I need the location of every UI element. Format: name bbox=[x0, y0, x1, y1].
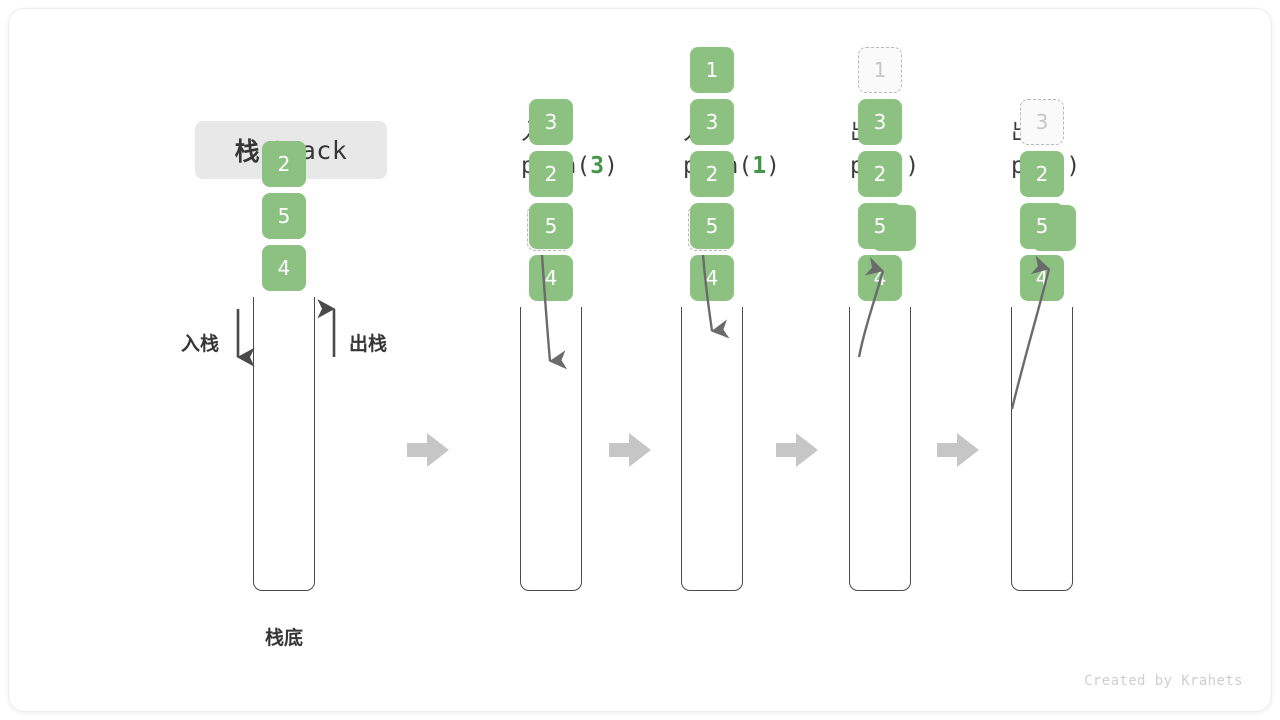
stack-blocks: 4 5 2 bbox=[259, 9, 309, 297]
step-transition-arrow-4 bbox=[937, 433, 979, 467]
stack-block: 4 bbox=[262, 245, 306, 291]
stack-block: 4 bbox=[690, 255, 734, 301]
stack-channel bbox=[849, 307, 911, 591]
stack-block: 3 bbox=[529, 99, 573, 145]
stack-block: 4 bbox=[1020, 255, 1064, 301]
stack-channel bbox=[253, 297, 315, 591]
stack-block: 1 bbox=[690, 47, 734, 93]
stack-channel bbox=[520, 307, 582, 591]
stack-channel bbox=[1011, 307, 1073, 591]
stack-block: 4 bbox=[529, 255, 573, 301]
stack-blocks: 4 5 2 3 bbox=[1017, 17, 1067, 307]
credit-text: Created by Krahets bbox=[1084, 673, 1243, 689]
stack-block: 3 bbox=[858, 99, 902, 145]
step-transition-arrow-3 bbox=[776, 433, 818, 467]
push-direction-label: 入栈 bbox=[181, 334, 220, 355]
title-cn: 栈 bbox=[234, 138, 260, 166]
stack-blocks: 4 5 2 3 bbox=[526, 17, 576, 307]
stack-block: 2 bbox=[690, 151, 734, 197]
step-transition-arrow-1 bbox=[407, 433, 449, 467]
stack-block-ghost: 1 bbox=[858, 47, 902, 93]
stack-blocks: 4 5 2 3 1 bbox=[855, 17, 905, 307]
stack-block: 5 bbox=[1020, 203, 1064, 249]
code-suffix: ) bbox=[604, 153, 618, 179]
stack-bottom-label: 栈底 bbox=[265, 628, 304, 649]
code-suffix: ) bbox=[1066, 153, 1081, 179]
stack-block: 3 bbox=[690, 99, 734, 145]
stack-block: 2 bbox=[262, 141, 306, 187]
diagram-card: 栈 Stack 栈顶 栈底 入栈 出栈 452 入栈 push(3) 3 452… bbox=[8, 8, 1272, 712]
stack-block: 2 bbox=[529, 151, 573, 197]
code-arg: 3 bbox=[590, 153, 605, 179]
stack-block: 5 bbox=[529, 203, 573, 249]
code-suffix: ) bbox=[905, 153, 920, 179]
stack-block: 5 bbox=[690, 203, 734, 249]
pop-direction-label: 出栈 bbox=[349, 334, 388, 355]
stack-block-ghost: 3 bbox=[1020, 99, 1064, 145]
stack-block: 5 bbox=[858, 203, 902, 249]
code-arg: 1 bbox=[752, 153, 767, 179]
stack-block: 4 bbox=[858, 255, 902, 301]
stack-block: 2 bbox=[858, 151, 902, 197]
stack-blocks: 4 5 2 3 1 bbox=[687, 17, 737, 307]
code-suffix: ) bbox=[766, 153, 780, 179]
step-transition-arrow-2 bbox=[609, 433, 651, 467]
stack-channel bbox=[681, 307, 743, 591]
stack-block: 2 bbox=[1020, 151, 1064, 197]
stack-block: 5 bbox=[262, 193, 306, 239]
